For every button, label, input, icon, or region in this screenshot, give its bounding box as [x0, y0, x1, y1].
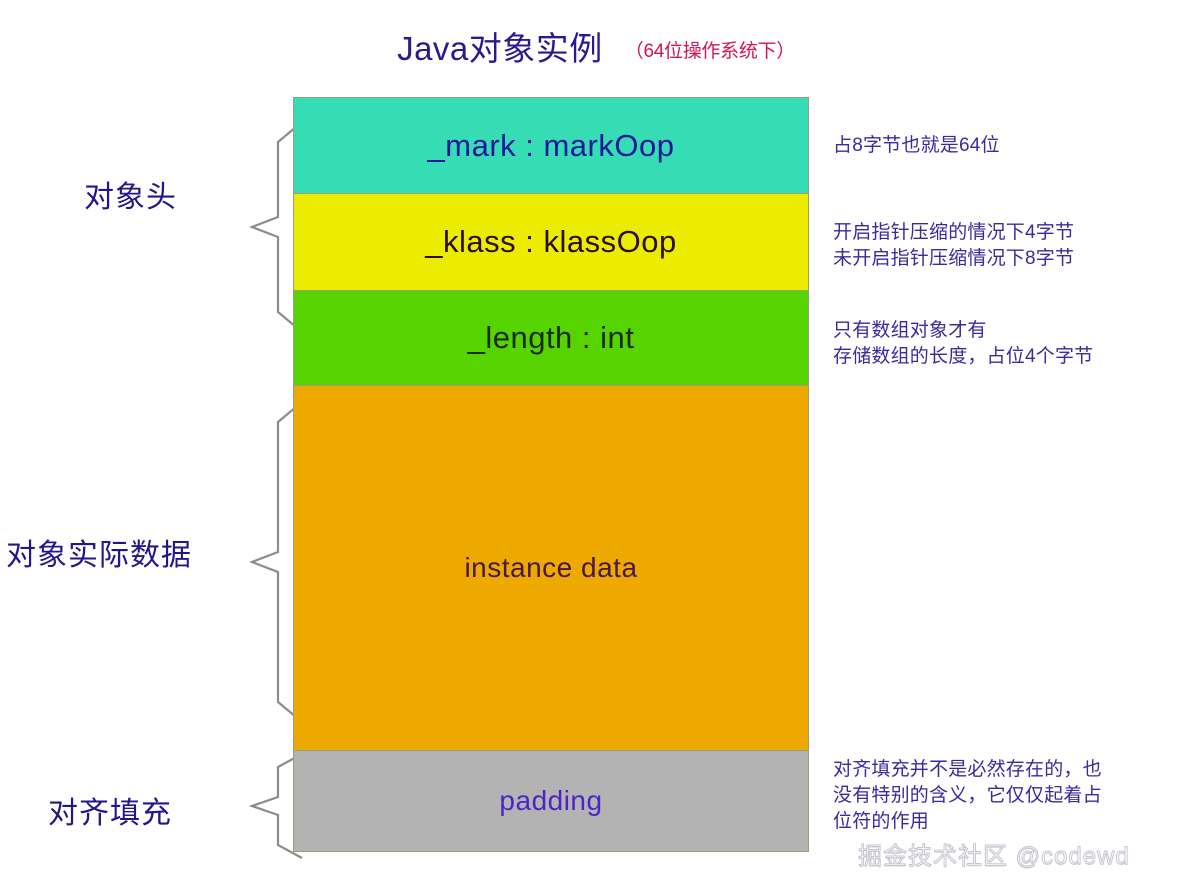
title-main-text: Java对象实例	[397, 30, 603, 67]
section-label-object-header: 对象头	[84, 181, 177, 214]
title-subtitle-text: （64位操作系统下）	[624, 41, 795, 62]
block-padding-label: padding	[499, 785, 603, 816]
block-padding: padding	[294, 751, 808, 851]
section-label-alignment-padding: 对齐填充	[48, 797, 172, 830]
block-length-label: _length : int	[467, 320, 635, 355]
block-mark: _mark : markOop	[294, 98, 808, 194]
watermark: 掘金技术社区 @codewd	[858, 843, 1130, 871]
block-instance-data-label: instance data	[464, 552, 638, 583]
note-klass: 开启指针压缩的情况下4字节 未开启指针压缩情况下8字节	[833, 222, 1075, 269]
brace-object-header	[248, 120, 304, 335]
brace-alignment-padding	[248, 752, 304, 860]
note-padding: 对齐填充并不是必然存在的，也 没有特别的含义，它仅仅起着占 位符的作用	[833, 759, 1102, 832]
block-length: _length : int	[294, 291, 808, 386]
note-length: 只有数组对象才有 存储数组的长度，占位4个字节	[833, 320, 1094, 367]
block-instance-data: instance data	[294, 386, 808, 751]
block-klass-label: _klass : klassOop	[425, 224, 677, 259]
section-label-instance-data: 对象实际数据	[6, 539, 192, 572]
page-title: Java对象实例 （64位操作系统下）	[0, 22, 1192, 70]
brace-instance-data	[248, 400, 304, 725]
note-mark: 占8字节也就是64位	[833, 135, 1000, 156]
block-mark-label: _mark : markOop	[427, 127, 675, 163]
block-klass: _klass : klassOop	[294, 194, 808, 291]
object-layout-blocks: _mark : markOop _klass : klassOop _lengt…	[293, 97, 809, 852]
